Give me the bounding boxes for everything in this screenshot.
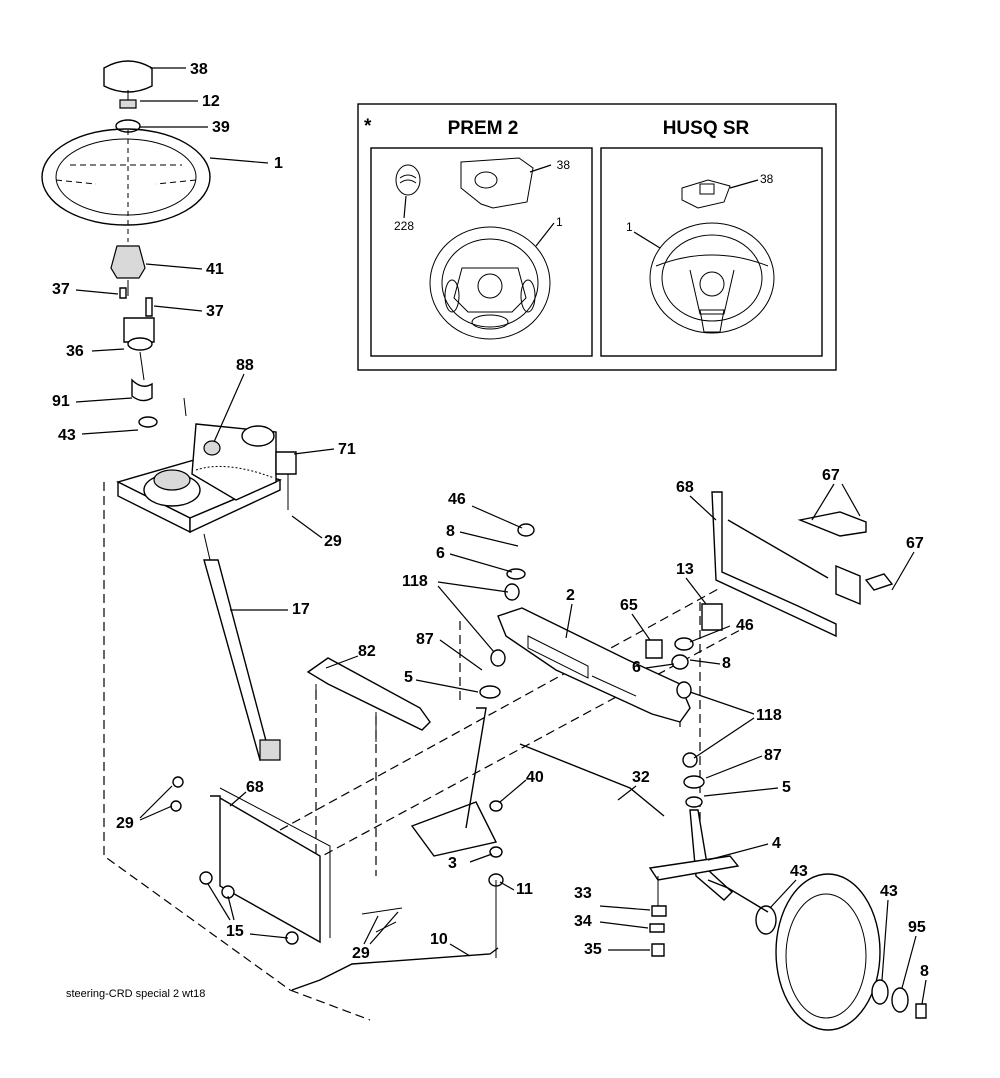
callout-6-right: 6: [632, 659, 641, 676]
callout-68-left: 68: [246, 779, 264, 796]
front-axle-assembly: [170, 491, 927, 1031]
callout-6-left: 6: [436, 545, 445, 562]
callout-prem2-38: 38: [557, 158, 571, 172]
callout-11: 11: [516, 881, 533, 898]
callout-1: 1: [274, 155, 283, 172]
callout-67-right: 67: [906, 535, 924, 552]
callout-33: 33: [574, 885, 592, 902]
callout-36: 36: [66, 343, 84, 360]
callout-71: 71: [338, 441, 356, 458]
callout-91: 91: [52, 393, 70, 410]
callout-39: 39: [212, 119, 230, 136]
callout-4: 4: [772, 835, 781, 852]
assembly-dashed-guides: [103, 482, 741, 1021]
callout-65: 65: [620, 597, 638, 614]
callout-37-right: 37: [206, 303, 224, 320]
callout-87-left: 87: [416, 631, 434, 648]
prem2-steering-wheel-drawing: [395, 157, 551, 340]
callout-17: 17: [292, 601, 310, 618]
callout-34: 34: [574, 913, 592, 930]
callout-29-lower: 29: [352, 945, 370, 962]
callout-37-left: 37: [52, 281, 70, 298]
callout-41: 41: [206, 261, 224, 278]
callout-118-right: 118: [756, 707, 782, 724]
callout-8-right: 8: [722, 655, 731, 672]
callout-husq-1: 1: [626, 220, 633, 234]
callout-prem2-1: 1: [556, 215, 563, 229]
callout-prem2-228: 228: [394, 219, 414, 233]
drawing-caption: steering-CRD special 2 wt18: [66, 988, 205, 1000]
callout-husq-38: 38: [760, 172, 774, 186]
callout-13: 13: [676, 561, 694, 578]
callout-43-upper: 43: [58, 427, 76, 444]
steering-gear-assembly: [116, 397, 297, 761]
callout-67-top: 67: [822, 467, 840, 484]
callout-88: 88: [236, 357, 254, 374]
inset-asterisk: *: [364, 116, 372, 137]
inset-title-husq-sr: HUSQ SR: [663, 118, 750, 139]
husq-sr-steering-wheel-drawing: [649, 179, 775, 334]
steering-wheel-assembly: [41, 60, 211, 428]
part-callouts: 38 12 39 1 41 37 37 36 88 91 43 71 29 17…: [52, 61, 929, 1005]
inset-title-prem2: PREM 2: [448, 118, 519, 139]
callout-10: 10: [430, 931, 448, 948]
callout-8-left: 8: [446, 523, 455, 540]
callout-43-wheel-outer: 43: [880, 883, 898, 900]
callout-38: 38: [190, 61, 208, 78]
callout-46-left: 46: [448, 491, 466, 508]
callout-32: 32: [632, 769, 650, 786]
inset-panel: * PREM 2 HUSQ SR 38 228 1: [357, 103, 837, 371]
callout-118-left: 118: [402, 573, 428, 590]
callout-15: 15: [226, 923, 244, 940]
callout-68-right: 68: [676, 479, 694, 496]
callout-3: 3: [448, 855, 457, 872]
callout-29-left: 29: [116, 815, 134, 832]
callout-12: 12: [202, 93, 220, 110]
callout-87-right: 87: [764, 747, 782, 764]
callout-5-left: 5: [404, 669, 413, 686]
callout-82: 82: [358, 643, 376, 660]
callout-43-wheel-inner: 43: [790, 863, 808, 880]
callout-95: 95: [908, 919, 926, 936]
callout-2: 2: [566, 587, 575, 604]
callout-35: 35: [584, 941, 602, 958]
callout-40: 40: [526, 769, 544, 786]
callout-46-right: 46: [736, 617, 754, 634]
callout-8-wheel: 8: [920, 963, 929, 980]
callout-5-right: 5: [782, 779, 791, 796]
callout-29-upper: 29: [324, 533, 342, 550]
